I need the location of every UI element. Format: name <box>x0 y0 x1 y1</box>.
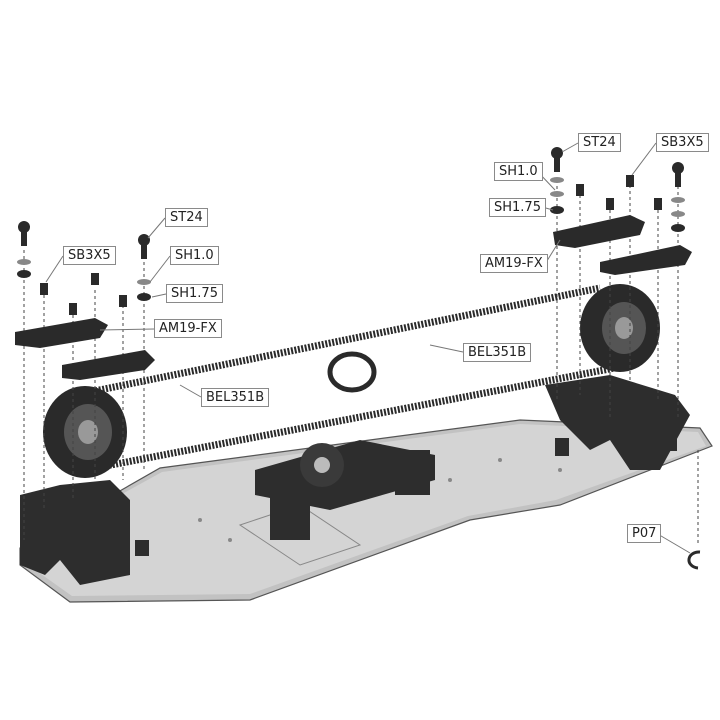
label-bel351b-left: BEL351B <box>201 388 270 407</box>
label-am19-fx-right: AM19-FX <box>480 254 548 273</box>
label-sh1-0-right: SH1.0 <box>494 162 543 181</box>
right-am19fx-upper <box>553 215 645 248</box>
label-sh1-75-left: SH1.75 <box>166 284 223 303</box>
left-am19fx-upper <box>15 318 108 348</box>
left-bulkhead <box>20 480 149 585</box>
right-hardware <box>550 147 692 275</box>
label-sh1-0-left: SH1.0 <box>170 246 219 265</box>
right-am19fx-lower <box>600 245 692 275</box>
belt-crossover <box>327 351 377 393</box>
center-pulley-mount <box>255 440 435 540</box>
label-st24-left: ST24 <box>165 208 208 227</box>
label-p07: P07 <box>627 524 662 543</box>
leader-lines <box>45 142 691 554</box>
belt-bel351b <box>74 284 631 474</box>
left-hardware <box>15 221 155 380</box>
label-bel351b-top: BEL351B <box>463 343 532 362</box>
label-am19-fx-left: AM19-FX <box>154 319 222 338</box>
label-sb3x5-left: SB3X5 <box>63 246 116 265</box>
label-sh1-75-right: SH1.75 <box>489 198 546 217</box>
left-pulley <box>43 386 127 478</box>
label-sb3x5-right: SB3X5 <box>656 133 709 152</box>
left-am19fx-lower <box>62 350 155 380</box>
right-pulley <box>580 284 660 372</box>
label-st24-right: ST24 <box>578 133 621 152</box>
right-bulkhead <box>545 375 690 470</box>
p07-clip <box>687 550 701 570</box>
chassis-plate-top <box>24 424 706 596</box>
